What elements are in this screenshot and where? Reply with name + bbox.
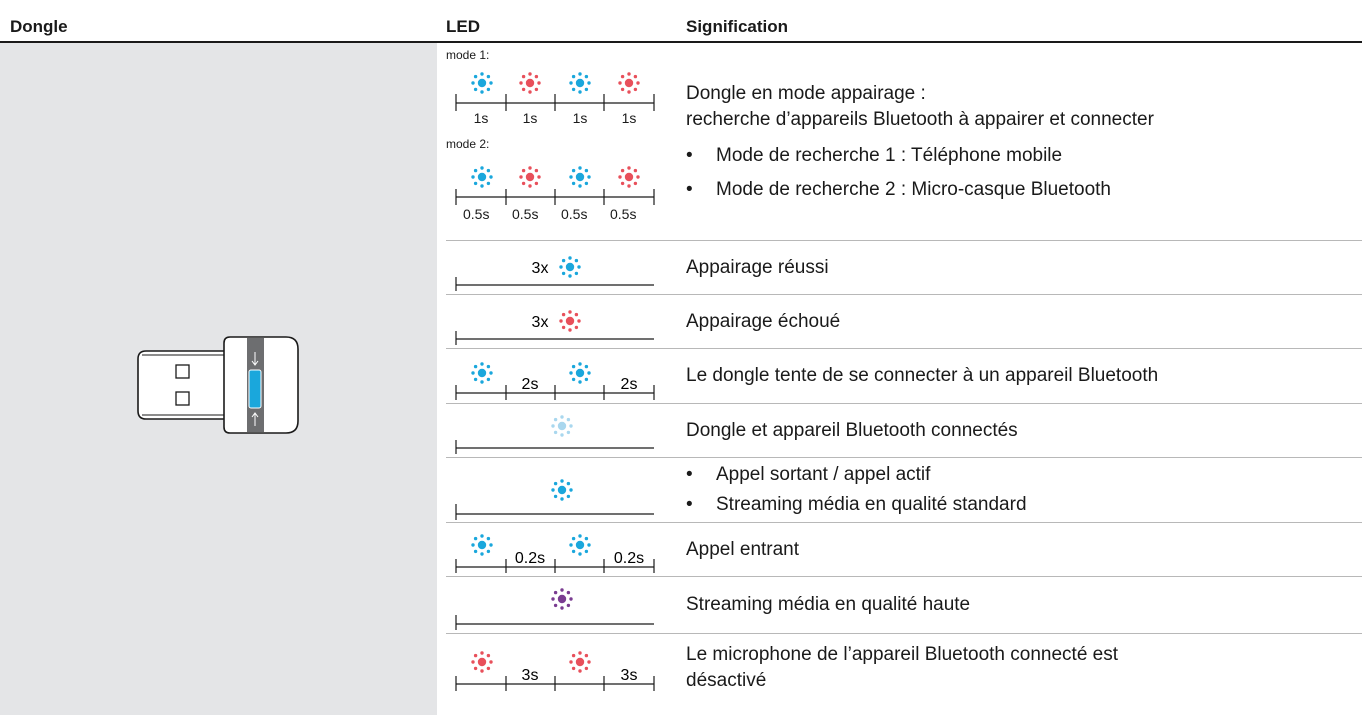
bullet-item: •Streaming média en qualité standard xyxy=(686,494,1027,515)
interval-label: 0.2s xyxy=(614,550,644,567)
led-blue-icon xyxy=(551,479,573,501)
meaning-text: Appel entrant xyxy=(686,538,800,560)
meaning-cell: Le microphone de l’appareil Bluetooth co… xyxy=(686,634,1362,723)
table-row: •Appel sortant / appel actif •Streaming … xyxy=(446,458,1362,523)
led-blue-icon xyxy=(471,166,493,188)
column-header-dongle: Dongle xyxy=(10,17,68,36)
led-blue-icon xyxy=(569,166,591,188)
flash-count: 3x xyxy=(532,314,549,331)
table-row: 0.2s 0.2s Appel entrant xyxy=(446,523,1362,577)
led-blue-icon xyxy=(471,534,493,556)
led-pattern-pairing: mode 1: 1s 1s 1s 1s mode 2: xyxy=(446,43,660,240)
meaning-text: Dongle en mode appairage : xyxy=(686,83,926,104)
table-row: 3x Appairage réussi xyxy=(446,241,1362,295)
meaning-text: désactivé xyxy=(686,670,767,691)
header-rule xyxy=(0,41,1362,43)
led-red-icon xyxy=(618,72,640,94)
meaning-cell: •Appel sortant / appel actif •Streaming … xyxy=(686,458,1362,522)
meaning-cell: Le dongle tente de se connecter à un app… xyxy=(686,349,1362,403)
mode1-timeline: 1s 1s 1s 1s xyxy=(455,72,655,126)
meaning-cell: Dongle et appareil Bluetooth connectés xyxy=(686,404,1362,457)
duration-label: 0.5s xyxy=(610,206,636,222)
bullet-item: •Appel sortant / appel actif xyxy=(686,464,931,485)
led-red-icon xyxy=(519,166,541,188)
led-pattern-pair-success: 3x xyxy=(455,256,654,291)
led-pattern-connecting: 2s 2s xyxy=(455,362,655,400)
table-row: mode 1: 1s 1s 1s 1s mode 2: xyxy=(446,43,1362,241)
interval-label: 0.2s xyxy=(515,550,545,567)
duration-label: 1s xyxy=(523,110,538,126)
bullet-item: •Mode de recherche 2 : Micro-casque Blue… xyxy=(686,179,1111,200)
meaning-text: recherche d’appareils Bluetooth à appair… xyxy=(686,109,1154,130)
duration-label: 1s xyxy=(622,110,637,126)
duration-label: 0.5s xyxy=(463,206,489,222)
table-row: 3x Appairage échoué xyxy=(446,295,1362,349)
mode1-label: mode 1: xyxy=(446,48,490,62)
led-dim-blue-icon xyxy=(551,415,573,437)
meaning-cell: Dongle en mode appairage : recherche d’a… xyxy=(686,43,1362,278)
led-purple-icon xyxy=(551,588,573,610)
led-pattern-hq-streaming xyxy=(455,588,654,630)
interval-label: 2s xyxy=(522,376,539,393)
meaning-cell: Appairage échoué xyxy=(686,295,1362,348)
interval-label: 3s xyxy=(621,667,638,684)
column-header-led: LED xyxy=(446,17,480,36)
meaning-text: Le microphone de l’appareil Bluetooth co… xyxy=(686,644,1119,665)
table-row: 3s 3s Le microphone de l’appareil Blueto… xyxy=(446,634,1362,715)
led-red-icon xyxy=(618,166,640,188)
meaning-text: Appairage réussi xyxy=(686,256,829,278)
led-blue-icon xyxy=(559,256,581,278)
meaning-text: Le dongle tente de se connecter à un app… xyxy=(686,365,1159,386)
duration-label: 0.5s xyxy=(561,206,587,222)
duration-label: 0.5s xyxy=(512,206,538,222)
led-blue-icon xyxy=(569,534,591,556)
led-pattern-incoming-call: 0.2s 0.2s xyxy=(455,534,655,573)
meaning-cell: Appairage réussi xyxy=(686,241,1362,294)
meaning-text: Streaming média en qualité haute xyxy=(686,594,971,615)
meaning-text: Dongle et appareil Bluetooth connectés xyxy=(686,419,1018,441)
led-blue-icon xyxy=(569,362,591,384)
section-title-partial xyxy=(0,0,1362,16)
led-blue-icon xyxy=(471,362,493,384)
led-blue-icon xyxy=(569,72,591,94)
led-red-icon xyxy=(559,310,581,332)
mode2-label: mode 2: xyxy=(446,137,490,151)
led-pattern-mic-muted: 3s 3s xyxy=(455,651,655,691)
usb-dongle-icon xyxy=(137,336,299,434)
table-row: Dongle et appareil Bluetooth connectés xyxy=(446,404,1362,458)
interval-label: 2s xyxy=(621,376,638,393)
led-pattern-pair-failed: 3x xyxy=(455,310,654,345)
led-pattern-connected xyxy=(455,415,654,454)
flash-count: 3x xyxy=(532,260,549,277)
duration-label: 1s xyxy=(474,110,489,126)
column-header-meaning: Signification xyxy=(686,17,788,36)
table-row: Streaming média en qualité haute xyxy=(446,577,1362,634)
table-row: 2s 2s Le dongle tente de se connecter à … xyxy=(446,349,1362,404)
led-pattern-active-call xyxy=(455,479,654,520)
led-blue-icon xyxy=(471,72,493,94)
meaning-cell: Streaming média en qualité haute xyxy=(686,577,1362,633)
meaning-cell: Appel entrant xyxy=(686,523,1362,576)
led-red-icon xyxy=(569,651,591,673)
led-red-icon xyxy=(471,651,493,673)
interval-label: 3s xyxy=(522,667,539,684)
led-red-icon xyxy=(519,72,541,94)
bullet-item: •Mode de recherche 1 : Téléphone mobile xyxy=(686,145,1063,166)
mode2-timeline: 0.5s 0.5s 0.5s 0.5s xyxy=(455,166,655,222)
meaning-text: Appairage échoué xyxy=(686,310,841,332)
duration-label: 1s xyxy=(573,110,588,126)
